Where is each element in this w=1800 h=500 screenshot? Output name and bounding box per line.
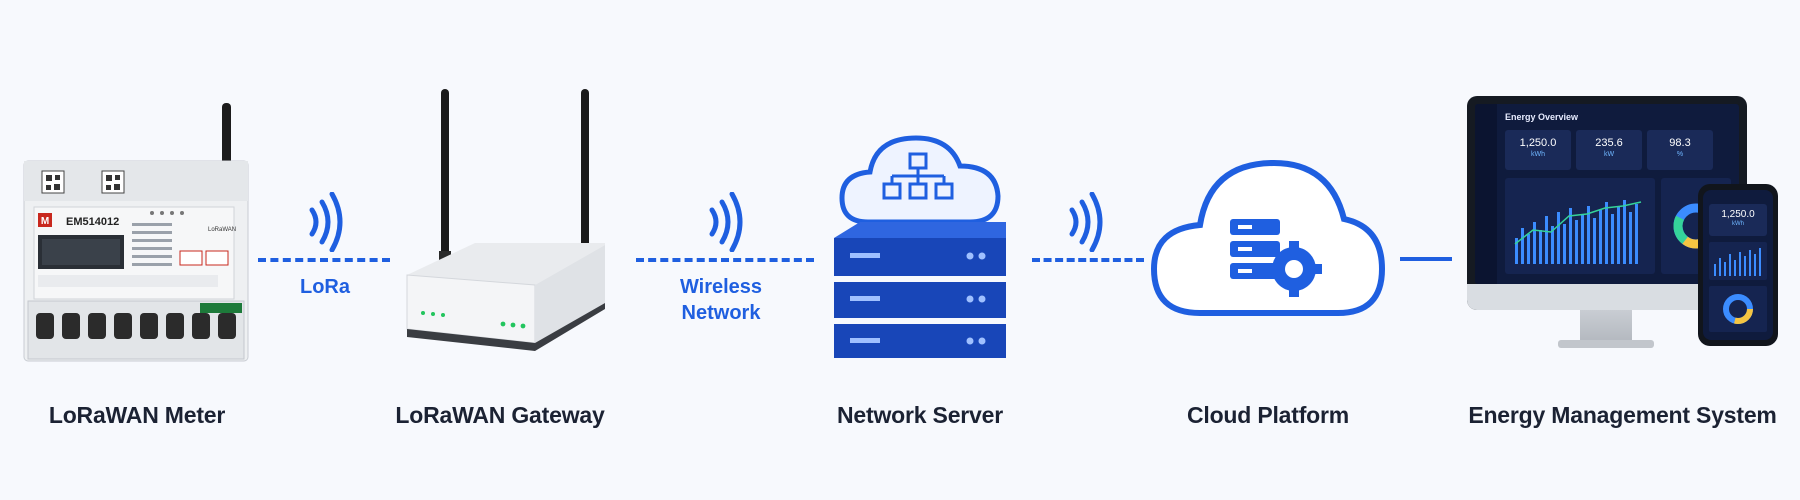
dashboard-title: Energy Overview xyxy=(1505,112,1579,122)
server-gear-icon xyxy=(1230,219,1322,297)
meter-lorawan-badge: LoRaWAN xyxy=(208,227,236,233)
kpi-unit: kW xyxy=(1603,151,1615,158)
link-cloud-ems-line xyxy=(1400,257,1452,261)
wifi-signal-icon xyxy=(309,192,343,252)
kpi-value: 235.6 xyxy=(1595,137,1623,149)
phone-kpi-card: 1,250.0 kWh xyxy=(1709,204,1767,236)
kpi-card: 98.3 % xyxy=(1647,130,1713,170)
cloud-platform-device xyxy=(1150,159,1386,316)
ems-device-group: Energy Overview 1,250.0 kWh 235.6 kW 98.… xyxy=(1462,96,1782,366)
lorawan-meter-device: M EM514012 LoRaWAN xyxy=(23,103,249,362)
phone-kpi-unit: kWh xyxy=(1732,221,1744,227)
link-lora-label: LoRa xyxy=(300,276,350,298)
phone-bar-chart xyxy=(1709,242,1767,280)
link-wireless-network-label: Wireless Network xyxy=(666,274,776,326)
kpi-unit: % xyxy=(1676,151,1684,158)
kpi-card: 235.6 kW xyxy=(1576,130,1642,170)
wifi-signal-icon xyxy=(709,192,743,252)
kpi-card: 1,250.0 kWh xyxy=(1505,130,1571,170)
monitor-screen: Energy Overview 1,250.0 kWh 235.6 kW 98.… xyxy=(1475,104,1739,284)
network-server-device xyxy=(834,135,1006,358)
link-wireless-line1: Wireless xyxy=(679,276,763,298)
meter-model-text: EM514012 xyxy=(66,216,119,228)
monitor-base xyxy=(1558,340,1654,348)
dashboard-bar-chart xyxy=(1505,178,1655,274)
kpi-value: 98.3 xyxy=(1669,137,1691,149)
monitor-stand xyxy=(1580,310,1632,344)
link-server-cloud-line xyxy=(1032,258,1144,262)
network-topology-icon xyxy=(882,152,954,200)
link-meter-gateway-line xyxy=(258,258,390,262)
phone-kpi-value: 1,250.0 xyxy=(1721,209,1755,220)
wifi-signal-icon xyxy=(1069,192,1103,252)
meter-label: LoRaWAN Meter xyxy=(48,402,226,428)
link-wireless-line2: Network xyxy=(681,302,761,324)
server-label: Network Server xyxy=(837,402,1003,428)
cloud-label: Cloud Platform xyxy=(1186,402,1350,428)
phone-donut-chart xyxy=(1709,286,1767,332)
lorawan-gateway-device xyxy=(406,89,605,351)
cloud-shape xyxy=(839,135,1001,225)
kpi-unit: kWh xyxy=(1531,151,1545,158)
phone-screen: 1,250.0 kWh xyxy=(1703,190,1773,340)
meter-brand-mark: M xyxy=(41,216,49,227)
kpi-value: 1,250.0 xyxy=(1519,137,1557,149)
ems-label: Energy Management System xyxy=(1468,402,1777,428)
gateway-label: LoRaWAN Gateway xyxy=(395,402,605,428)
link-gateway-server-line xyxy=(636,258,814,262)
